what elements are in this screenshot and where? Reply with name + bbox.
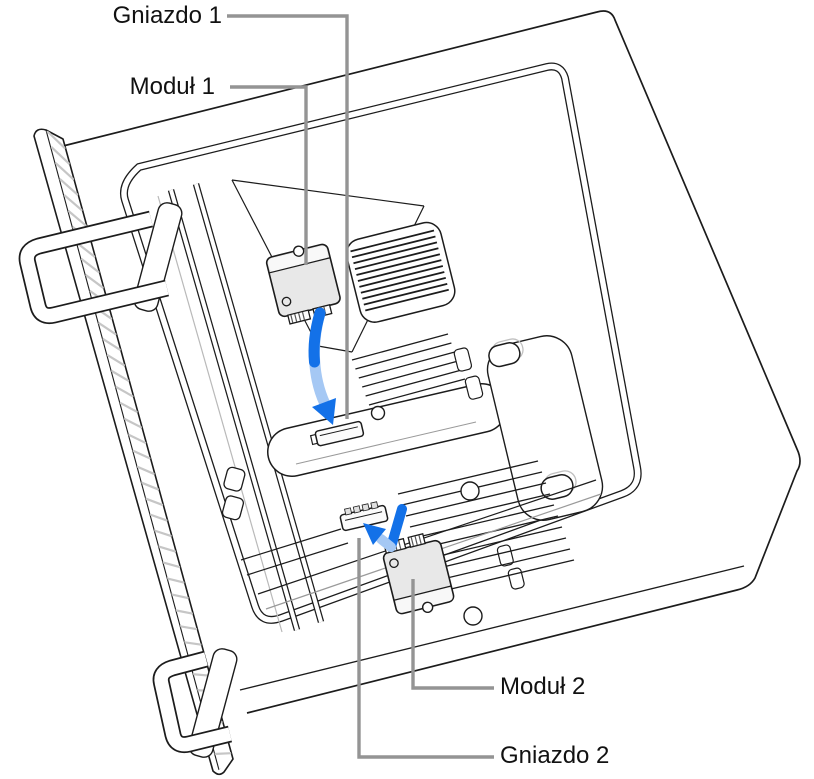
handle-top	[18, 210, 169, 325]
label-module-1: Moduł 1	[129, 73, 215, 100]
left-rails	[157, 183, 325, 633]
rail-latches	[221, 466, 246, 521]
insert-arrow-down-icon	[308, 307, 336, 425]
insert-arrow-up-left-icon	[363, 504, 407, 552]
module-2	[382, 533, 455, 615]
callout-line-module1	[230, 85, 308, 265]
slot-2	[339, 501, 389, 532]
label-slot-2: Gniazdo 2	[500, 742, 610, 769]
handle-bottom	[152, 650, 233, 754]
heatsink-upper	[351, 333, 472, 424]
handle-mounts	[133, 202, 238, 758]
right-bracket	[453, 335, 604, 590]
case-interior	[157, 179, 604, 633]
callout-line-slot1	[227, 14, 349, 419]
slot-1	[309, 420, 365, 447]
label-slot-1: Gniazdo 1	[112, 2, 222, 29]
callout-line-slot2	[357, 538, 494, 759]
callout-lines	[227, 14, 494, 759]
vent-grille	[345, 221, 456, 323]
label-module-2: Moduł 2	[500, 673, 586, 700]
callout-line-module2	[411, 579, 494, 690]
